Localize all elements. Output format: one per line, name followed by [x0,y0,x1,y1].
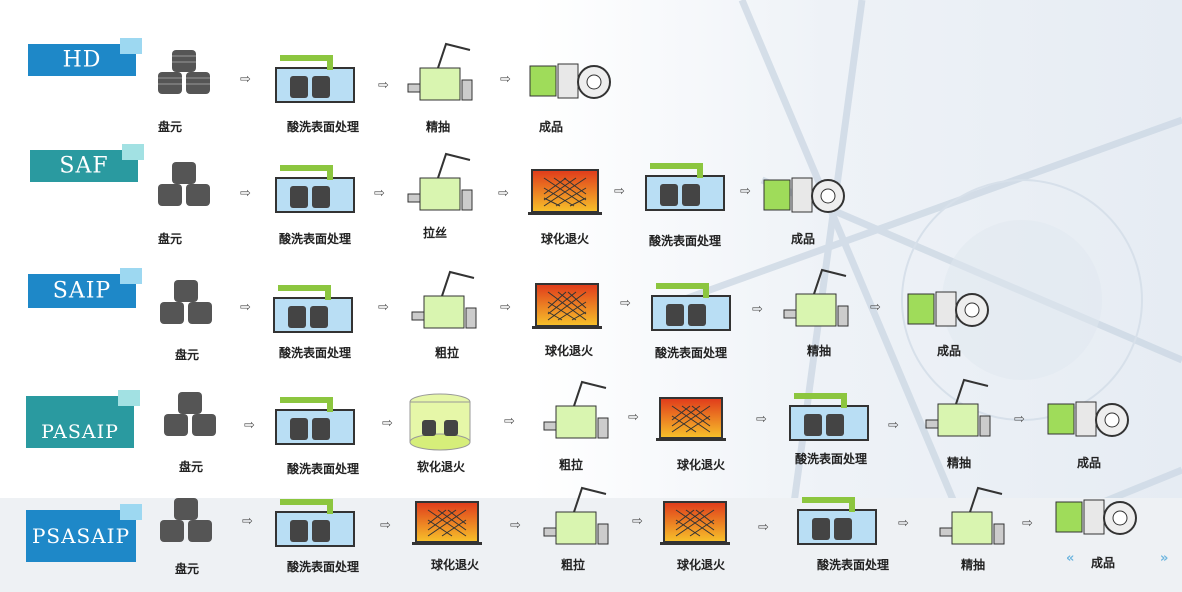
flow-arrow: ⇨ [510,518,521,533]
pickling-tank-icon [273,285,353,333]
process-code-badge: SAF [30,144,144,182]
flow-arrow: ⇨ [888,418,899,433]
wire-coil-icon [160,280,212,324]
process-row-hd: HD 盘元 ⇨ 酸洗表面处理 ⇨ 精抽 ⇨ 成 [0,0,1182,134]
wire-coil-icon [158,162,210,206]
pickling-tank-icon [789,393,869,441]
flow-arrow: ⇨ [628,410,639,425]
process-code: PASAIP [41,421,119,443]
finished-product-icon [529,63,611,99]
pickling-tank-icon [797,497,877,545]
finished-product-icon [907,291,989,327]
finished-product-icon [1047,401,1129,437]
furnace-icon [656,397,726,441]
furnace-icon [532,283,602,329]
process-row-pasaip: PASAIP 盘元 ⇨ 酸洗表面处理 ⇨ 软化退火 ⇨ 粗拉 [0,340,1182,476]
bell-furnace-icon [409,393,471,451]
drawing-machine-icon [543,486,609,545]
process-row-psasaip: PSASAIP 盘元 ⇨ 酸洗表面处理 ⇨ 球化退火 ⇨ 粗 [0,454,1182,576]
drawing-machine-icon [411,270,477,329]
flow-arrow: ⇨ [632,514,643,529]
wire-coil-icon [164,392,216,436]
flow-arrow: ⇨ [898,516,909,531]
furnace-icon [660,501,730,545]
process-code-badge: PSASAIP [26,504,142,562]
flow-arrow: ⇨ [620,296,631,311]
process-code: PSASAIP [31,524,131,548]
pickling-tank-icon [275,55,355,103]
flow-arrow: ⇨ [374,186,385,201]
process-code-badge: HD [28,38,142,76]
process-code: SAF [59,153,109,179]
process-code: SAIP [52,278,112,304]
flow-arrow: ⇨ [380,518,391,533]
flow-arrow: ⇨ [756,412,767,427]
furnace-icon [528,169,602,215]
flow-arrow: ⇨ [740,184,751,199]
flow-arrow: ⇨ [378,78,389,93]
process-code-badge: SAIP [28,268,142,308]
flow-arrow: ⇨ [1022,516,1033,531]
prev-arrow-button[interactable]: « [1066,551,1075,566]
wire-coil-icon [160,498,212,542]
flow-arrow: ⇨ [752,302,763,317]
next-arrow-button[interactable]: » [1160,551,1169,566]
flow-arrow: ⇨ [240,72,251,87]
flow-arrow: ⇨ [870,300,881,315]
process-code: HD [62,47,102,73]
flow-arrow: ⇨ [498,186,509,201]
flow-arrow: ⇨ [504,414,515,429]
finished-product-icon [763,177,845,213]
flow-arrow: ⇨ [242,514,253,529]
flow-arrow: ⇨ [500,72,511,87]
finished-product-icon [1055,499,1137,535]
flow-arrow: ⇨ [758,520,769,535]
flow-arrow: ⇨ [240,186,251,201]
flow-arrow: ⇨ [1014,412,1025,427]
pickling-tank-icon [275,499,355,547]
pickling-tank-icon [651,283,731,331]
drawing-machine-icon [407,42,473,101]
furnace-icon [412,501,482,545]
drawing-machine-icon [925,378,991,437]
drawing-machine-icon [407,152,473,211]
flow-arrow: ⇨ [500,300,511,315]
drawing-machine-icon [783,268,849,327]
flow-arrow: ⇨ [378,300,389,315]
process-row-saip: SAIP 盘元 ⇨ 酸洗表面处理 ⇨ 粗拉 ⇨ 球化退火 [0,224,1182,362]
drawing-machine-icon [543,380,609,439]
pickling-tank-icon [645,163,725,211]
flow-arrow: ⇨ [382,416,393,431]
flow-arrow: ⇨ [244,418,255,433]
flow-arrow: ⇨ [240,300,251,315]
flow-arrow: ⇨ [614,184,625,199]
process-code-badge: PASAIP [26,390,140,448]
pickling-tank-icon [275,397,355,445]
pickling-tank-icon [275,165,355,213]
process-row-saf: SAF 盘元 ⇨ 酸洗表面处理 ⇨ 拉丝 ⇨ 球化退火 [0,110,1182,248]
drawing-machine-icon [939,486,1005,545]
wire-coil-icon [158,50,210,94]
